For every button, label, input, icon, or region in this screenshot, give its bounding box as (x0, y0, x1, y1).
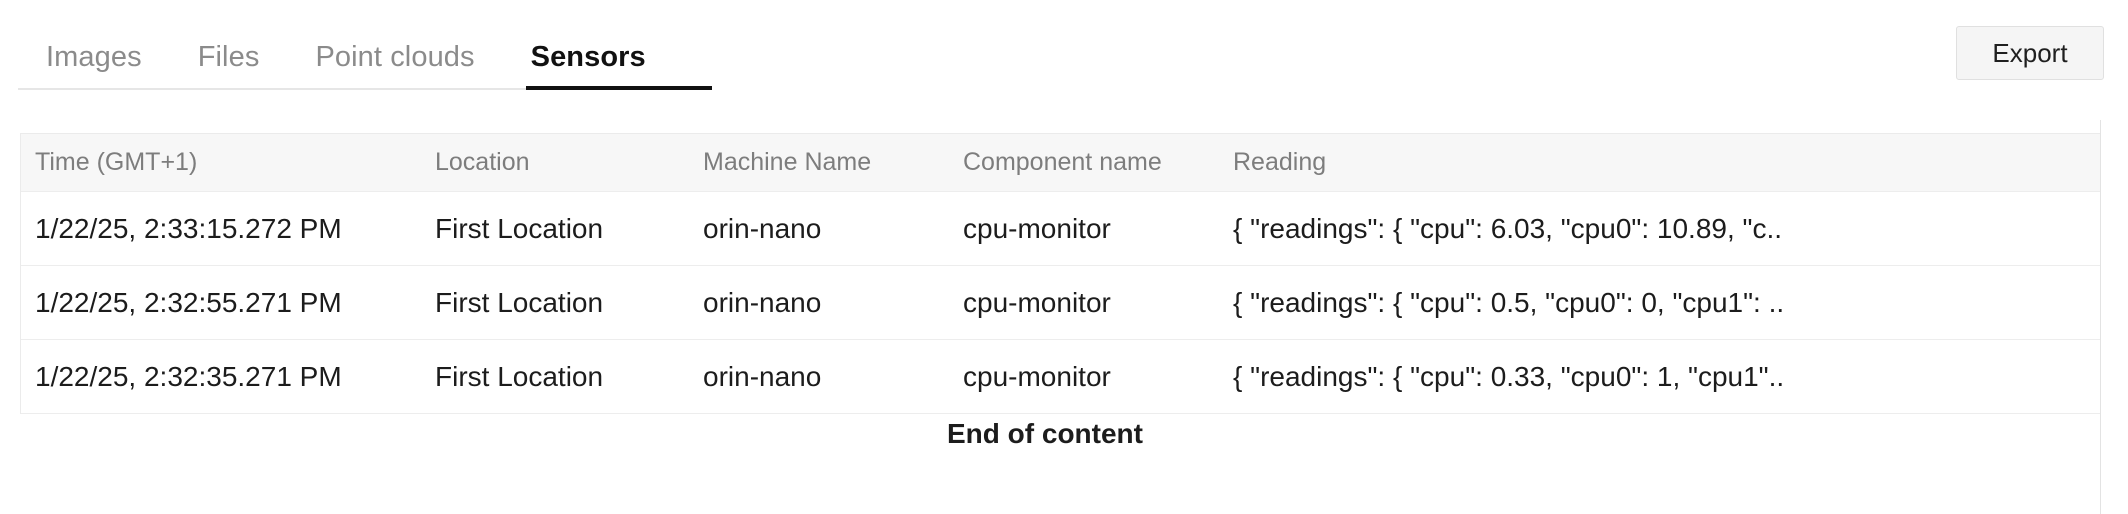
cell-time: 1/22/25, 2:33:15.272 PM (21, 191, 421, 266)
tab-bar: Images Files Point clouds Sensors Export (0, 0, 2128, 96)
cell-location: First Location (421, 265, 689, 340)
column-header-reading[interactable]: Reading (1219, 134, 2100, 192)
cell-machine: orin-nano (689, 265, 949, 340)
column-header-time[interactable]: Time (GMT+1) (21, 134, 421, 192)
right-gutter (2101, 120, 2128, 514)
active-tab-indicator (526, 86, 712, 90)
tab-list: Images Files Point clouds Sensors (18, 18, 674, 96)
tab-bar-divider (18, 88, 530, 90)
column-header-machine[interactable]: Machine Name (689, 134, 949, 192)
cell-location: First Location (421, 339, 689, 414)
end-of-content-label: End of content (947, 418, 1143, 449)
cell-time: 1/22/25, 2:32:55.271 PM (21, 265, 421, 340)
cell-time: 1/22/25, 2:32:35.271 PM (21, 339, 421, 414)
cell-reading: { "readings": { "cpu": 6.03, "cpu0": 10.… (1219, 191, 2100, 266)
cell-machine: orin-nano (689, 339, 949, 414)
cell-location: First Location (421, 191, 689, 266)
column-header-location[interactable]: Location (421, 134, 689, 192)
cell-component: cpu-monitor (949, 265, 1219, 340)
tab-point-clouds[interactable]: Point clouds (315, 41, 475, 73)
cell-machine: orin-nano (689, 191, 949, 266)
cell-reading: { "readings": { "cpu": 0.5, "cpu0": 0, "… (1219, 265, 2100, 340)
tab-images[interactable]: Images (46, 41, 142, 73)
export-button[interactable]: Export (1956, 26, 2104, 80)
column-header-component[interactable]: Component name (949, 134, 1219, 192)
cell-reading: { "readings": { "cpu": 0.33, "cpu0": 1, … (1219, 339, 2100, 414)
cell-component: cpu-monitor (949, 339, 1219, 414)
cell-component: cpu-monitor (949, 191, 1219, 266)
right-divider (2100, 120, 2101, 514)
tab-files[interactable]: Files (197, 41, 260, 73)
tab-sensors[interactable]: Sensors (530, 41, 646, 73)
